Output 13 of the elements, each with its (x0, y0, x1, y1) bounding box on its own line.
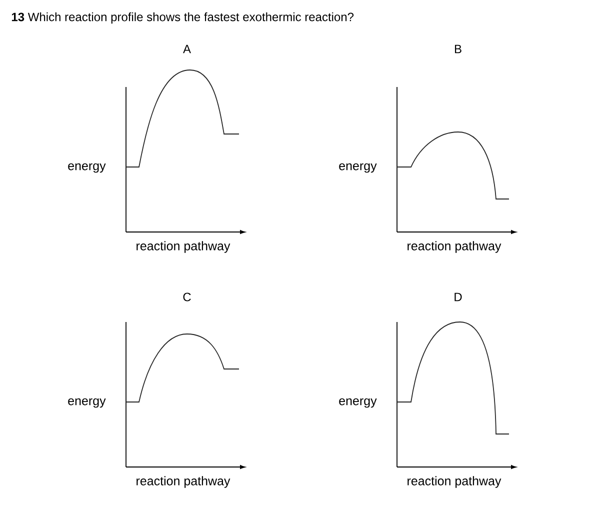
panel-letter: B (455, 44, 462, 54)
question-text: 13 Which reaction profile shows the fastest exothermic reaction? (12, 12, 354, 24)
panel-letter: D (454, 292, 462, 302)
panel-letter: C (183, 292, 191, 302)
axis-label: reaction pathway (408, 241, 502, 253)
axis-label: reaction pathway (136, 241, 230, 253)
panel-letter: A (183, 44, 191, 54)
axis-label: energy (339, 398, 377, 408)
axis-label: energy (68, 398, 106, 408)
axis-label: reaction pathway (408, 476, 502, 488)
axis-label: energy (339, 163, 377, 173)
axis-label: energy (68, 163, 106, 173)
axis-label: reaction pathway (136, 476, 230, 488)
